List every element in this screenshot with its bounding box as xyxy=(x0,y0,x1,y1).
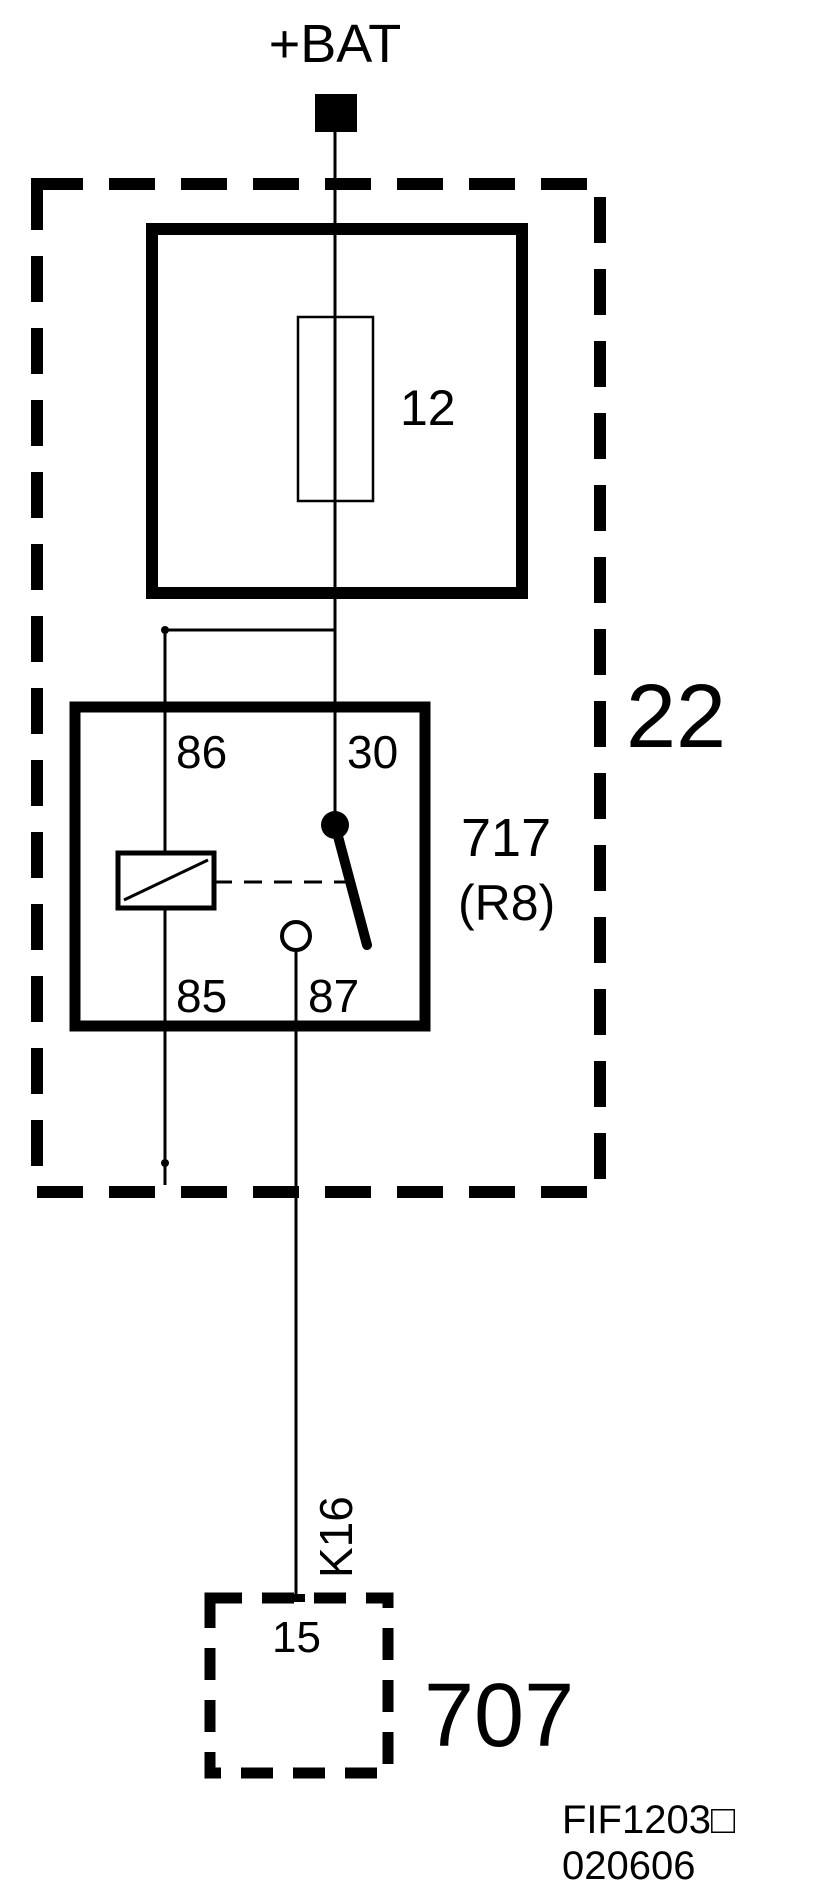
relay-pin-30-label: 30 xyxy=(347,726,398,778)
wire-k16-label: K16 xyxy=(310,1496,362,1578)
relay-id-label: 717 xyxy=(461,808,551,868)
fuse-box-outline xyxy=(146,223,528,599)
fuse-label: 12 xyxy=(400,380,456,436)
relay-pin-86-label: 86 xyxy=(176,726,227,778)
figure-code: FIF1203□ xyxy=(562,1798,735,1842)
supply-label: +BAT xyxy=(269,14,402,74)
relay-switch-arm xyxy=(330,820,372,950)
relay-pin-85-label: 85 xyxy=(176,970,227,1022)
junction-dot xyxy=(161,626,169,634)
relay-ref-label: (R8) xyxy=(458,875,555,931)
relay-box-outline xyxy=(69,701,431,1032)
relay-coil-diagonal xyxy=(123,858,209,902)
date-code: 020606 xyxy=(562,1844,695,1886)
relay-output-contact xyxy=(280,920,312,952)
fuse-relay-box-outline xyxy=(31,178,606,1198)
supply-terminal xyxy=(315,94,357,132)
fuse-relay-box-label: 22 xyxy=(626,667,726,767)
junction-dot xyxy=(161,1159,169,1167)
connector-label: 707 xyxy=(424,1666,574,1766)
connector-707-outline xyxy=(204,1592,394,1779)
connector-pin-15-label: 15 xyxy=(272,1613,321,1662)
relay-pin-87-label: 87 xyxy=(308,970,359,1022)
